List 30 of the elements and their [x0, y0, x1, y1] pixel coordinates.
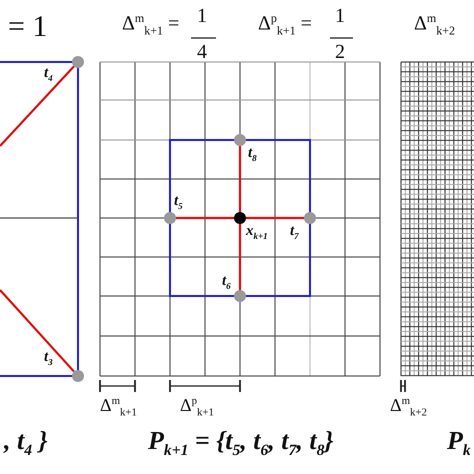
poll-point — [72, 370, 84, 382]
formula: P$_{k+1}$ = {t$_{5}$, t$_{6}$, t$_{7}$, t$_{8}$} — [148, 428, 334, 459]
fraction-denominator: 4 — [197, 42, 207, 62]
connector-line — [238, 224, 242, 290]
equation: Δ$^{p}$$_{k+1}$ = — [258, 12, 312, 37]
formula: P$_{k}$ — [447, 428, 471, 459]
fraction-numerator: 1 — [197, 6, 207, 26]
point-label: t$_{6}$ — [222, 274, 231, 291]
connector-line — [0, 66, 75, 147]
point-label: x$_{k+1}$ — [246, 224, 268, 241]
equation: = 1 — [8, 12, 48, 42]
point-label: t$_{4}$ — [44, 66, 53, 83]
poll-point — [234, 290, 246, 302]
connector-line — [176, 216, 234, 220]
point-label: t$_{7}$ — [290, 224, 299, 241]
connector-line — [246, 216, 304, 220]
poll-point — [164, 212, 176, 224]
connector-line — [238, 146, 242, 212]
poll-point — [72, 56, 84, 68]
connector-line — [0, 289, 75, 372]
formula: , t$_{4}$ } — [4, 428, 48, 459]
fraction-numerator: 1 — [335, 6, 345, 26]
equation: Δ$^{m}$$_{k+1}$ = — [122, 12, 180, 37]
center-point — [234, 212, 246, 224]
poll-point — [304, 212, 316, 224]
point-label: t$_{3}$ — [44, 350, 53, 367]
point-label: t$_{8}$ — [248, 146, 257, 163]
point-label: t$_{5}$ — [174, 194, 183, 211]
poll-point — [234, 134, 246, 146]
fraction-denominator: 2 — [335, 42, 345, 62]
